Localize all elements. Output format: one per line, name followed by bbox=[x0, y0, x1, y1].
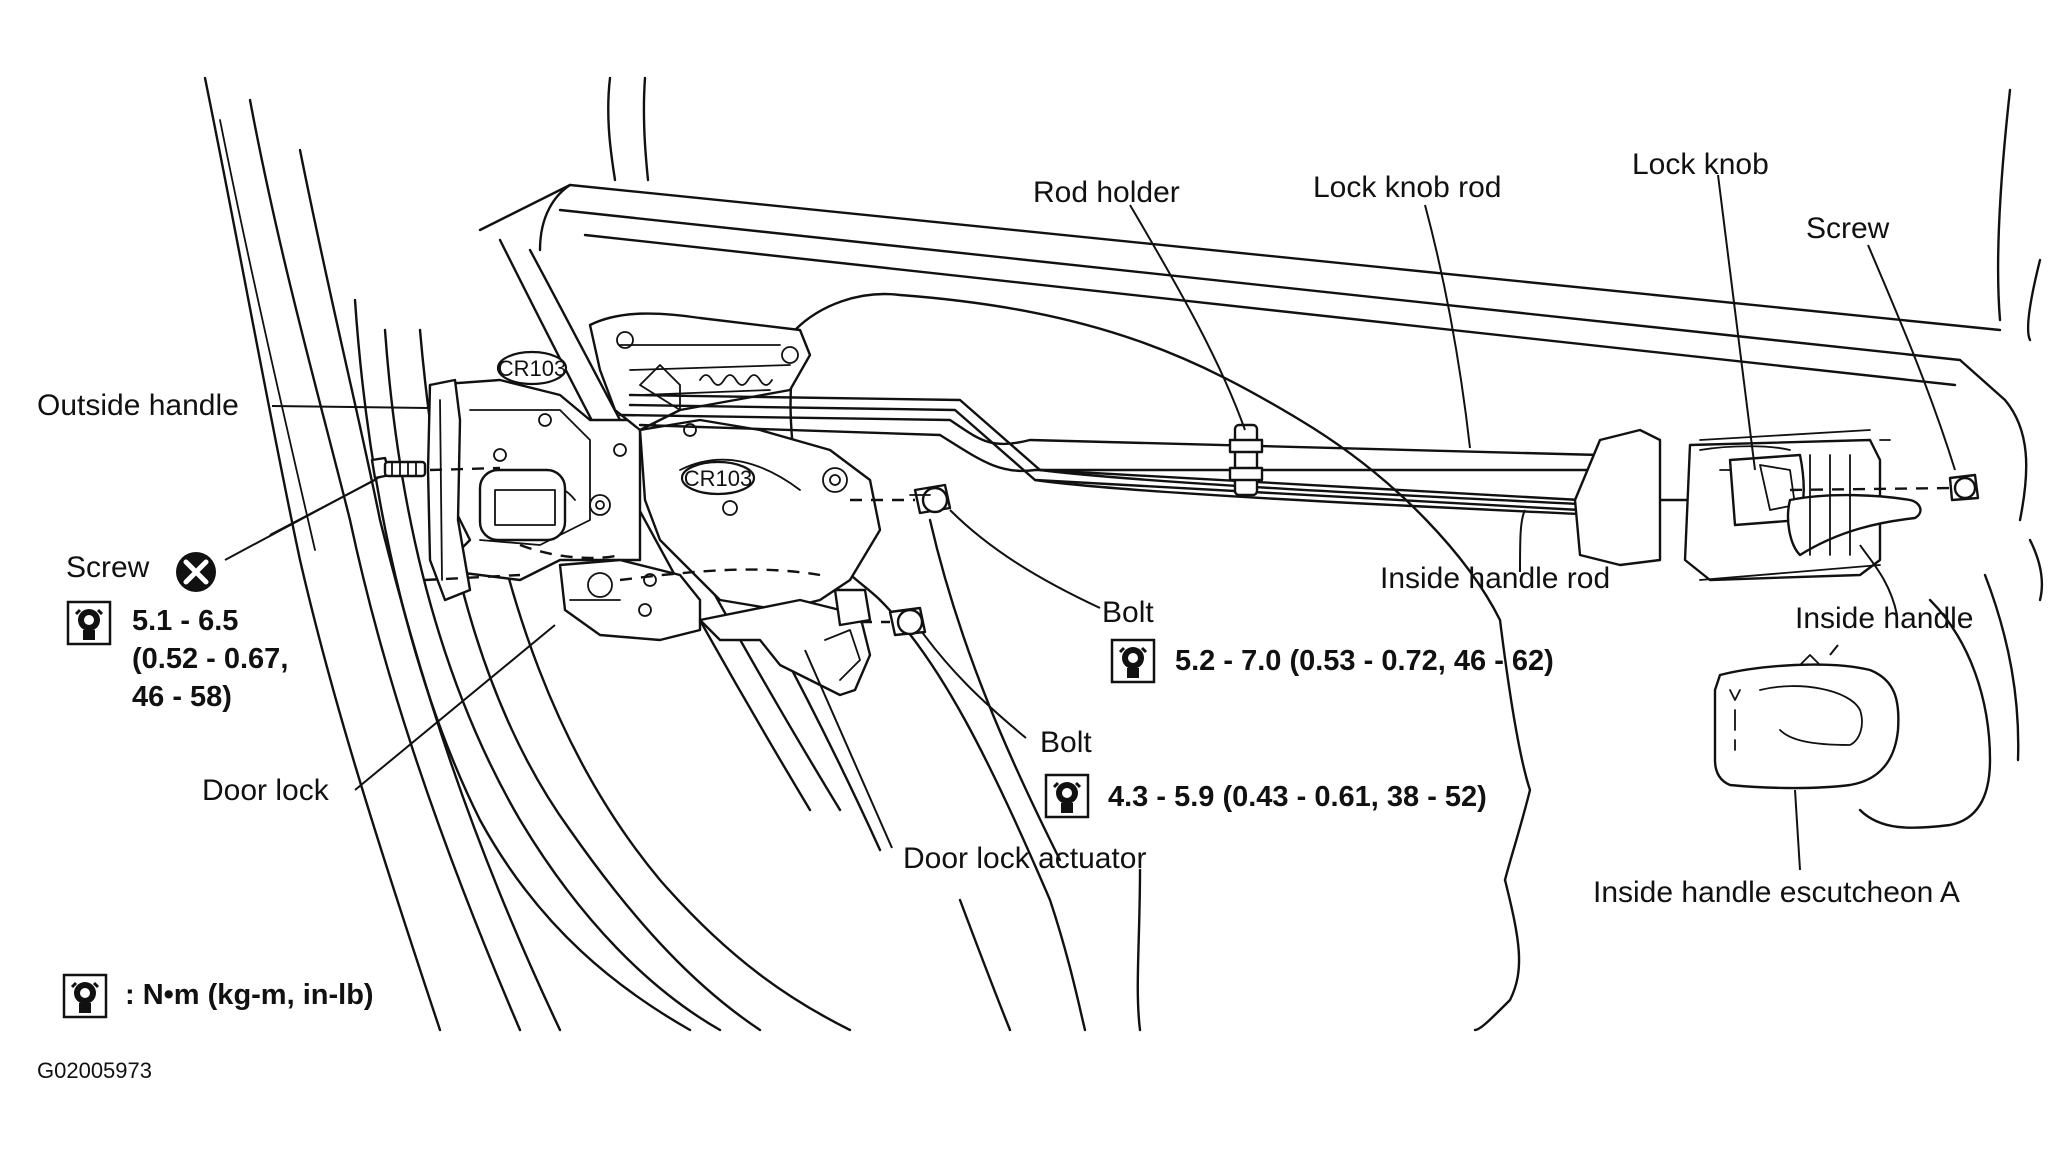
legend-units: : N•m (kg-m, in-lb) bbox=[125, 979, 374, 1011]
screw-left bbox=[370, 456, 427, 480]
torque-wrench-icon-legend bbox=[62, 973, 108, 1019]
bolt-lower bbox=[888, 606, 927, 637]
labels: Outside handle Screw Door lock Door lock… bbox=[37, 148, 1973, 909]
inside-handle-assembly bbox=[1573, 428, 1922, 582]
label-inside-handle-rod: Inside handle rod bbox=[1380, 562, 1610, 595]
rods bbox=[618, 393, 1702, 527]
cr103-lower: CR103 bbox=[680, 460, 756, 496]
inside-handle-escutcheon bbox=[1713, 654, 1900, 790]
alignment-lines bbox=[424, 466, 1951, 624]
screw-right bbox=[1948, 473, 1980, 502]
legend: : N•m (kg-m, in-lb) bbox=[125, 979, 374, 1011]
leader-lines bbox=[224, 174, 1956, 871]
outside-handle bbox=[426, 378, 472, 602]
label-rod-holder: Rod holder bbox=[1033, 176, 1180, 209]
torque-wrench-icon-bolt-lower bbox=[1044, 773, 1090, 819]
label-door-lock: Door lock bbox=[202, 774, 330, 807]
cr103-upper-text: CR103 bbox=[498, 356, 566, 381]
label-screw-left: Screw bbox=[66, 551, 150, 584]
figure-code: G02005973 bbox=[37, 1058, 152, 1083]
spec-screw-line3: 46 - 58) bbox=[132, 681, 232, 713]
label-lock-knob-rod: Lock knob rod bbox=[1313, 171, 1501, 204]
spec-screw-line2: (0.52 - 0.67, bbox=[132, 643, 288, 675]
spec-bolt-lower: 4.3 - 5.9 (0.43 - 0.61, 38 - 52) bbox=[1108, 781, 1487, 813]
torque-wrench-icon-bolt-upper bbox=[1110, 638, 1156, 684]
do-not-reuse-icon bbox=[176, 552, 216, 592]
label-bolt-lower: Bolt bbox=[1040, 726, 1092, 759]
label-bolt-upper: Bolt bbox=[1102, 596, 1154, 629]
label-lock-knob: Lock knob bbox=[1632, 148, 1769, 181]
bolt-upper bbox=[909, 483, 952, 515]
torque-specs: 5.1 - 6.5 (0.52 - 0.67, 46 - 58) 5.2 - 7… bbox=[132, 605, 1554, 813]
label-screw-right: Screw bbox=[1806, 212, 1890, 245]
cr103-upper: CR103 bbox=[496, 350, 568, 386]
rod-holder bbox=[1228, 423, 1264, 497]
label-door-lock-actuator: Door lock actuator bbox=[903, 842, 1146, 875]
spec-bolt-upper: 5.2 - 7.0 (0.53 - 0.72, 46 - 62) bbox=[1175, 645, 1554, 677]
cr103-lower-text: CR103 bbox=[684, 466, 752, 491]
spec-screw-line1: 5.1 - 6.5 bbox=[132, 605, 238, 637]
fasteners bbox=[370, 456, 1980, 637]
label-inside-handle-escutcheon: Inside handle escutcheon A bbox=[1593, 876, 1960, 909]
label-inside-handle: Inside handle bbox=[1795, 602, 1973, 635]
torque-wrench-icon-screw bbox=[66, 600, 112, 646]
label-outside-handle: Outside handle bbox=[37, 389, 239, 422]
